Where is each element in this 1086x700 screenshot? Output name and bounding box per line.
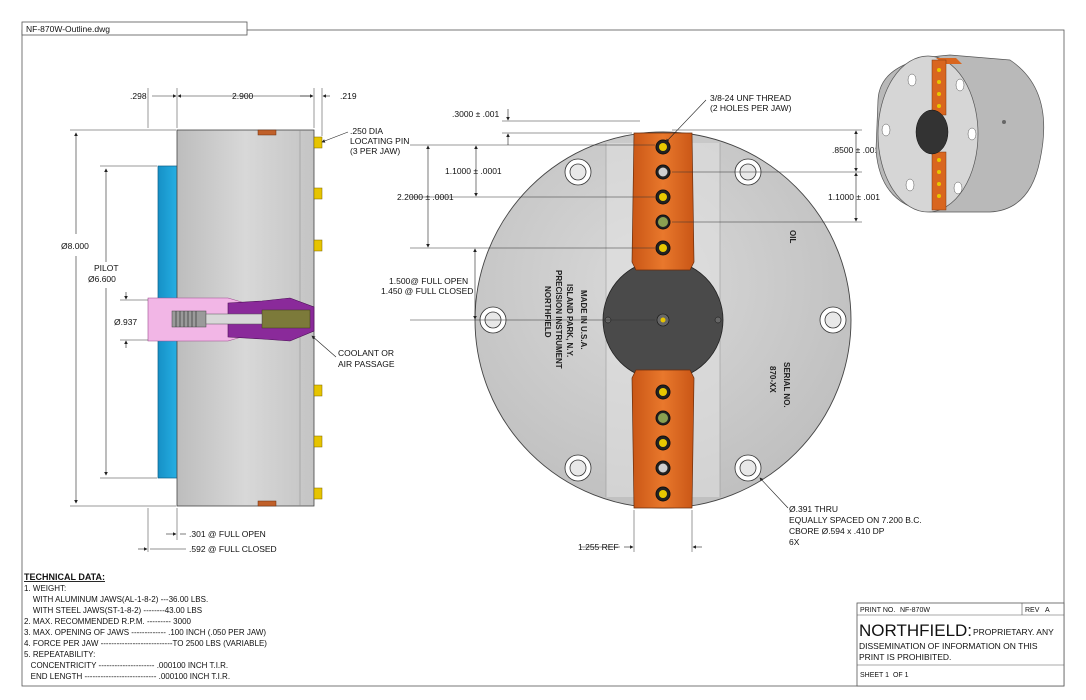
locating-pin-line1: .250 DIA bbox=[350, 126, 383, 136]
tech-line: WITH STEEL JAWS(ST-1-8-2) --------43.00 … bbox=[24, 606, 202, 615]
rev-label: REV bbox=[1025, 607, 1040, 614]
file-tab-label: NF-870W-Outline.dwg bbox=[26, 24, 110, 34]
thread-line2: (2 HOLES PER JAW) bbox=[710, 103, 792, 113]
tech-line: CONCENTRICITY --------------------- .000… bbox=[24, 661, 228, 670]
svg-text:870-XX: 870-XX bbox=[768, 366, 777, 393]
tech-line: WITH ALUMINUM JAWS(AL-1-8-2) ---36.00 LB… bbox=[24, 595, 208, 604]
tech-line: 4. FORCE PER JAW -----------------------… bbox=[24, 639, 267, 648]
svg-text:OIL: OIL bbox=[788, 230, 797, 243]
print-no: NF-870W bbox=[900, 607, 930, 614]
file-tab[interactable] bbox=[21, 21, 248, 36]
svg-text:SERIAL NO.: SERIAL NO. bbox=[782, 362, 791, 408]
stroke-open: 1.500@ FULL OPEN bbox=[389, 276, 468, 286]
locating-pins bbox=[313, 136, 323, 500]
dim-22000: 2.2000 ± .0001 bbox=[397, 192, 454, 202]
rev-value: A bbox=[1045, 607, 1050, 614]
side-view: .298 2.900 .219 .250 DIA LOCATING PIN (3… bbox=[61, 88, 409, 554]
iso-hub bbox=[915, 109, 949, 155]
jaw-holes bbox=[655, 139, 671, 502]
dim-1100: 1.1000 ± .001 bbox=[828, 192, 880, 202]
svg-text:NORTHFIELD: NORTHFIELD bbox=[543, 286, 552, 338]
holes-line2: EQUALLY SPACED ON 7.200 B.C. bbox=[789, 515, 922, 525]
tech-line: 5. REPEATABILITY: bbox=[24, 650, 95, 659]
border-frame bbox=[21, 29, 1065, 687]
company-name: NORTHFIELD: bbox=[859, 621, 972, 640]
sheet-number: SHEET 1 OF 1 bbox=[860, 672, 909, 679]
mounting-holes bbox=[479, 158, 847, 482]
jaw-tab-top bbox=[257, 129, 277, 136]
coolant-passage-section bbox=[147, 297, 315, 342]
notice-line2: DISSEMINATION OF INFORMATION ON THIS bbox=[859, 641, 1038, 651]
dim-219: .219 bbox=[340, 91, 357, 101]
locating-pin-line2: LOCATING PIN bbox=[350, 136, 409, 146]
dim-8500: .8500 ± .001 bbox=[832, 145, 879, 155]
tech-line: 1. WEIGHT: bbox=[24, 584, 66, 593]
notice-line1: PROPRIETARY. ANY bbox=[973, 627, 1054, 637]
holes-line4: 6X bbox=[789, 537, 800, 547]
dim-closed-592: .592 @ FULL CLOSED bbox=[189, 544, 277, 554]
svg-text:ISLAND PARK, N.Y.: ISLAND PARK, N.Y. bbox=[565, 284, 574, 357]
coolant-line1: COOLANT OR bbox=[338, 348, 394, 358]
dim-2900: 2.900 bbox=[232, 91, 254, 101]
thread-line1: 3/8-24 UNF THREAD bbox=[710, 93, 791, 103]
stamp-serial: 870-XX SERIAL NO. bbox=[768, 362, 791, 408]
stroke-closed: 1.450 @ FULL CLOSED bbox=[381, 286, 473, 296]
pilot-dia: Ø6.600 bbox=[88, 274, 116, 284]
pilot-label: PILOT bbox=[94, 263, 119, 273]
front-view: NORTHFIELD PRECISION INSTRUMENT ISLAND P… bbox=[381, 93, 922, 552]
dim-1255-ref: 1.255 REF bbox=[578, 542, 619, 552]
holes-line3: CBORE Ø.594 x .410 DP bbox=[789, 526, 885, 536]
tech-data-title: TECHNICAL DATA: bbox=[24, 572, 105, 582]
locating-pin-line3: (3 PER JAW) bbox=[350, 146, 400, 156]
dim-open-301: .301 @ FULL OPEN bbox=[189, 529, 266, 539]
dim-3000: .3000 ± .001 bbox=[452, 109, 499, 119]
notice-line3: PRINT IS PROHIBITED. bbox=[859, 652, 951, 662]
title-block: PRINT NO. NF-870W REV A NORTHFIELD: PROP… bbox=[856, 602, 1065, 687]
svg-text:PRECISION INSTRUMENT: PRECISION INSTRUMENT bbox=[554, 270, 563, 369]
stamp-oil: OIL bbox=[788, 230, 797, 243]
coolant-line2: AIR PASSAGE bbox=[338, 359, 395, 369]
isometric-view bbox=[875, 54, 1045, 213]
dim-dia-8000: Ø8.000 bbox=[61, 241, 89, 251]
tech-line: 3. MAX. OPENING OF JAWS ------------- .1… bbox=[24, 628, 266, 637]
jaw-tab-bottom bbox=[257, 500, 277, 507]
dim-11000: 1.1000 ± .0001 bbox=[445, 166, 502, 176]
tech-line: END LENGTH --------------------------- .… bbox=[24, 672, 230, 681]
print-no-label: PRINT NO. bbox=[860, 607, 895, 614]
technical-data: TECHNICAL DATA: 1. WEIGHT: WITH ALUMINUM… bbox=[24, 572, 267, 681]
holes-line1: Ø.391 THRU bbox=[789, 504, 838, 514]
dim-298: .298 bbox=[130, 91, 147, 101]
tech-line: 2. MAX. RECOMMENDED R.P.M. --------- 300… bbox=[24, 617, 192, 626]
dim-dia-937: Ø.937 bbox=[114, 317, 137, 327]
